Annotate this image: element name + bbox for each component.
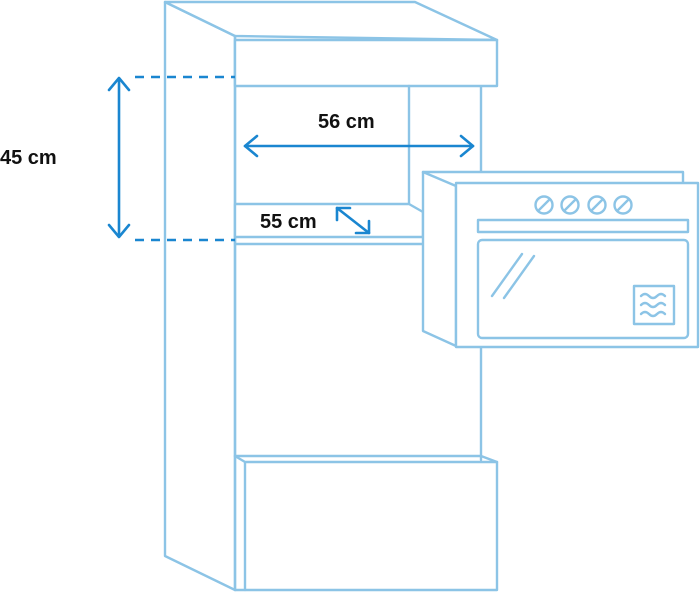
depth-label: 55 cm [260,211,317,233]
height-label: 45 cm [0,147,57,169]
tall-cabinet [163,0,499,592]
depth-arrow-head-front [354,219,371,235]
oven-door [476,238,690,340]
height-arrow-head-top [107,76,131,92]
microwave-waves-icon [632,284,676,326]
height-dimension [107,75,235,242]
control-knob-icon [534,195,633,215]
top-cabinet-panel [233,38,499,88]
bottom-drawer [233,454,499,592]
oven-front-frame [454,181,700,349]
width-label: 56 cm [318,111,375,133]
depth-arrow-head-back [335,206,352,222]
width-dimension [243,134,475,158]
glass-reflection-1 [490,252,524,298]
bottom-drawer-corner [479,454,499,464]
glass-reflection-2 [502,254,536,300]
height-arrow-head-bottom [107,223,131,239]
oven-top-edge [421,170,458,188]
oven-control-strip [476,218,690,234]
depth-arrow-shaft [335,206,371,235]
oven-icon [421,170,700,349]
width-arrow-head-right [459,134,475,158]
cabinet-side-panel [163,0,237,592]
depth-dimension [335,206,371,235]
width-arrow-head-left [243,134,259,158]
